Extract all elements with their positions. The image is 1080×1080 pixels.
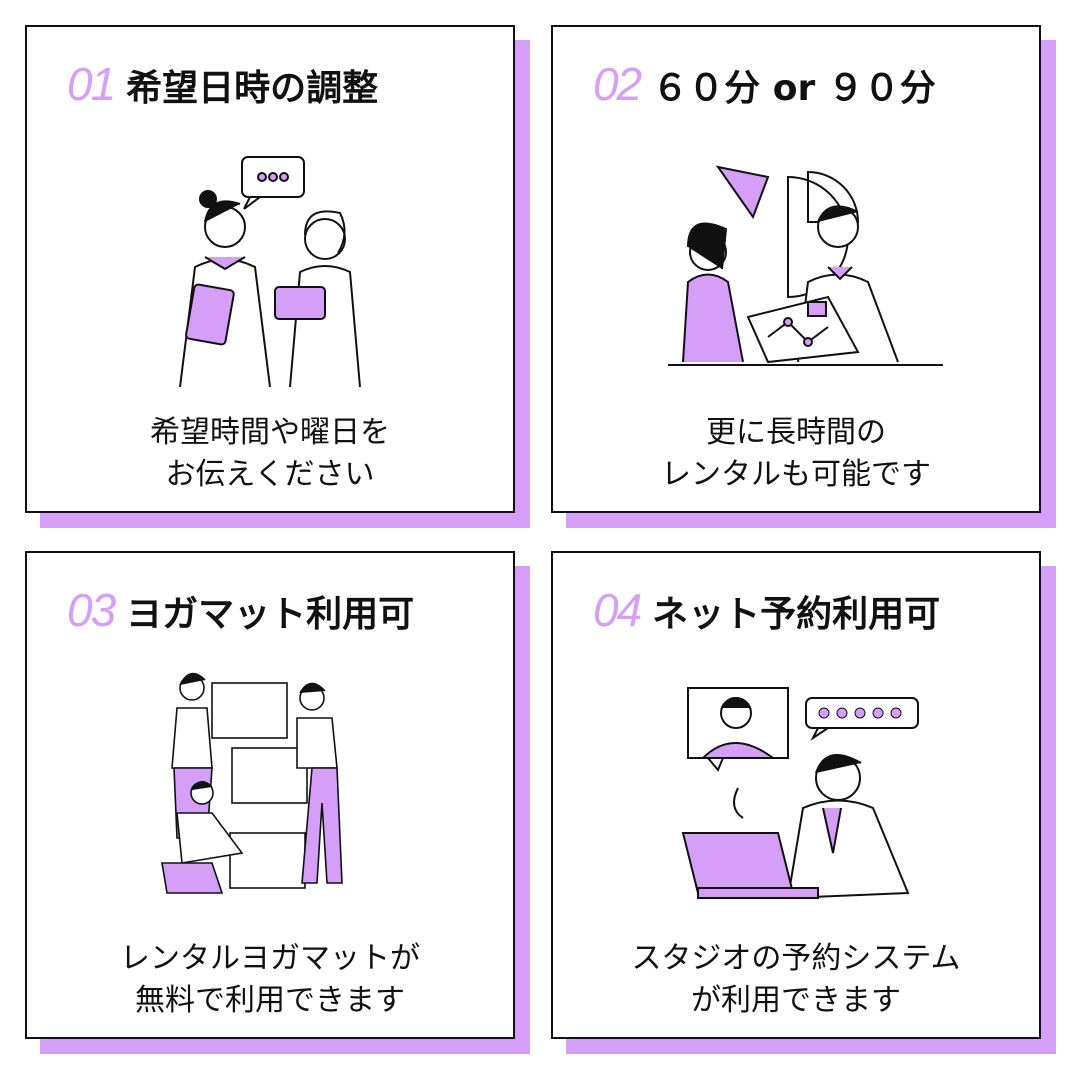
- feature-card-duration: 02 ６０分 or ９０分 更に長時間の レンタルも可能です: [551, 25, 1041, 513]
- card-description: 希望時間や曜日を お伝えください: [27, 412, 513, 496]
- description-line: お伝えください: [165, 457, 375, 492]
- description-line: レンタルヨガマットが: [120, 941, 420, 976]
- card-number: 01: [67, 58, 116, 110]
- card-header: 04 ネット予約利用可: [593, 583, 940, 637]
- card-number: 02: [593, 58, 642, 110]
- people-stacking-boxes-icon: [161, 672, 343, 894]
- card-title: ネット予約利用可: [652, 594, 941, 635]
- card-header: 02 ６０分 or ９０分: [593, 57, 936, 111]
- card-number: 03: [67, 584, 116, 636]
- two-women-talking-icon: [179, 156, 361, 387]
- card-description: スタジオの予約システム が利用できます: [553, 938, 1039, 1022]
- card-description: 更に長時間の レンタルも可能です: [553, 412, 1039, 496]
- card-number: 04: [593, 584, 642, 636]
- online-booking-laptop-icon: [681, 687, 919, 900]
- description-line: が利用できます: [691, 983, 901, 1018]
- feature-card-schedule: 01 希望日時の調整 希望時間や曜日を お伝えください: [25, 25, 515, 513]
- feature-card-yoga-mat: 03 ヨガマット利用可 レンタルヨガマットが 無料で利用できます: [25, 551, 515, 1039]
- business-meeting-chart-icon: [668, 165, 943, 366]
- card-title: ヨガマット利用可: [126, 594, 415, 635]
- card-title: 希望日時の調整: [126, 68, 379, 109]
- description-line: 希望時間や曜日を: [150, 415, 390, 450]
- card-header: 03 ヨガマット利用可: [67, 583, 414, 637]
- description-line: 更に長時間の: [706, 415, 886, 450]
- description-line: 無料で利用できます: [135, 983, 405, 1018]
- card-description: レンタルヨガマットが 無料で利用できます: [27, 938, 513, 1022]
- card-header: 01 希望日時の調整: [67, 57, 378, 111]
- card-title: ６０分 or ９０分: [652, 68, 936, 109]
- feature-card-online-booking: 04 ネット予約利用可 スタジオの予約システム が利用できます: [551, 551, 1041, 1039]
- description-line: レンタルも可能です: [661, 457, 931, 492]
- description-line: スタジオの予約システム: [631, 941, 961, 976]
